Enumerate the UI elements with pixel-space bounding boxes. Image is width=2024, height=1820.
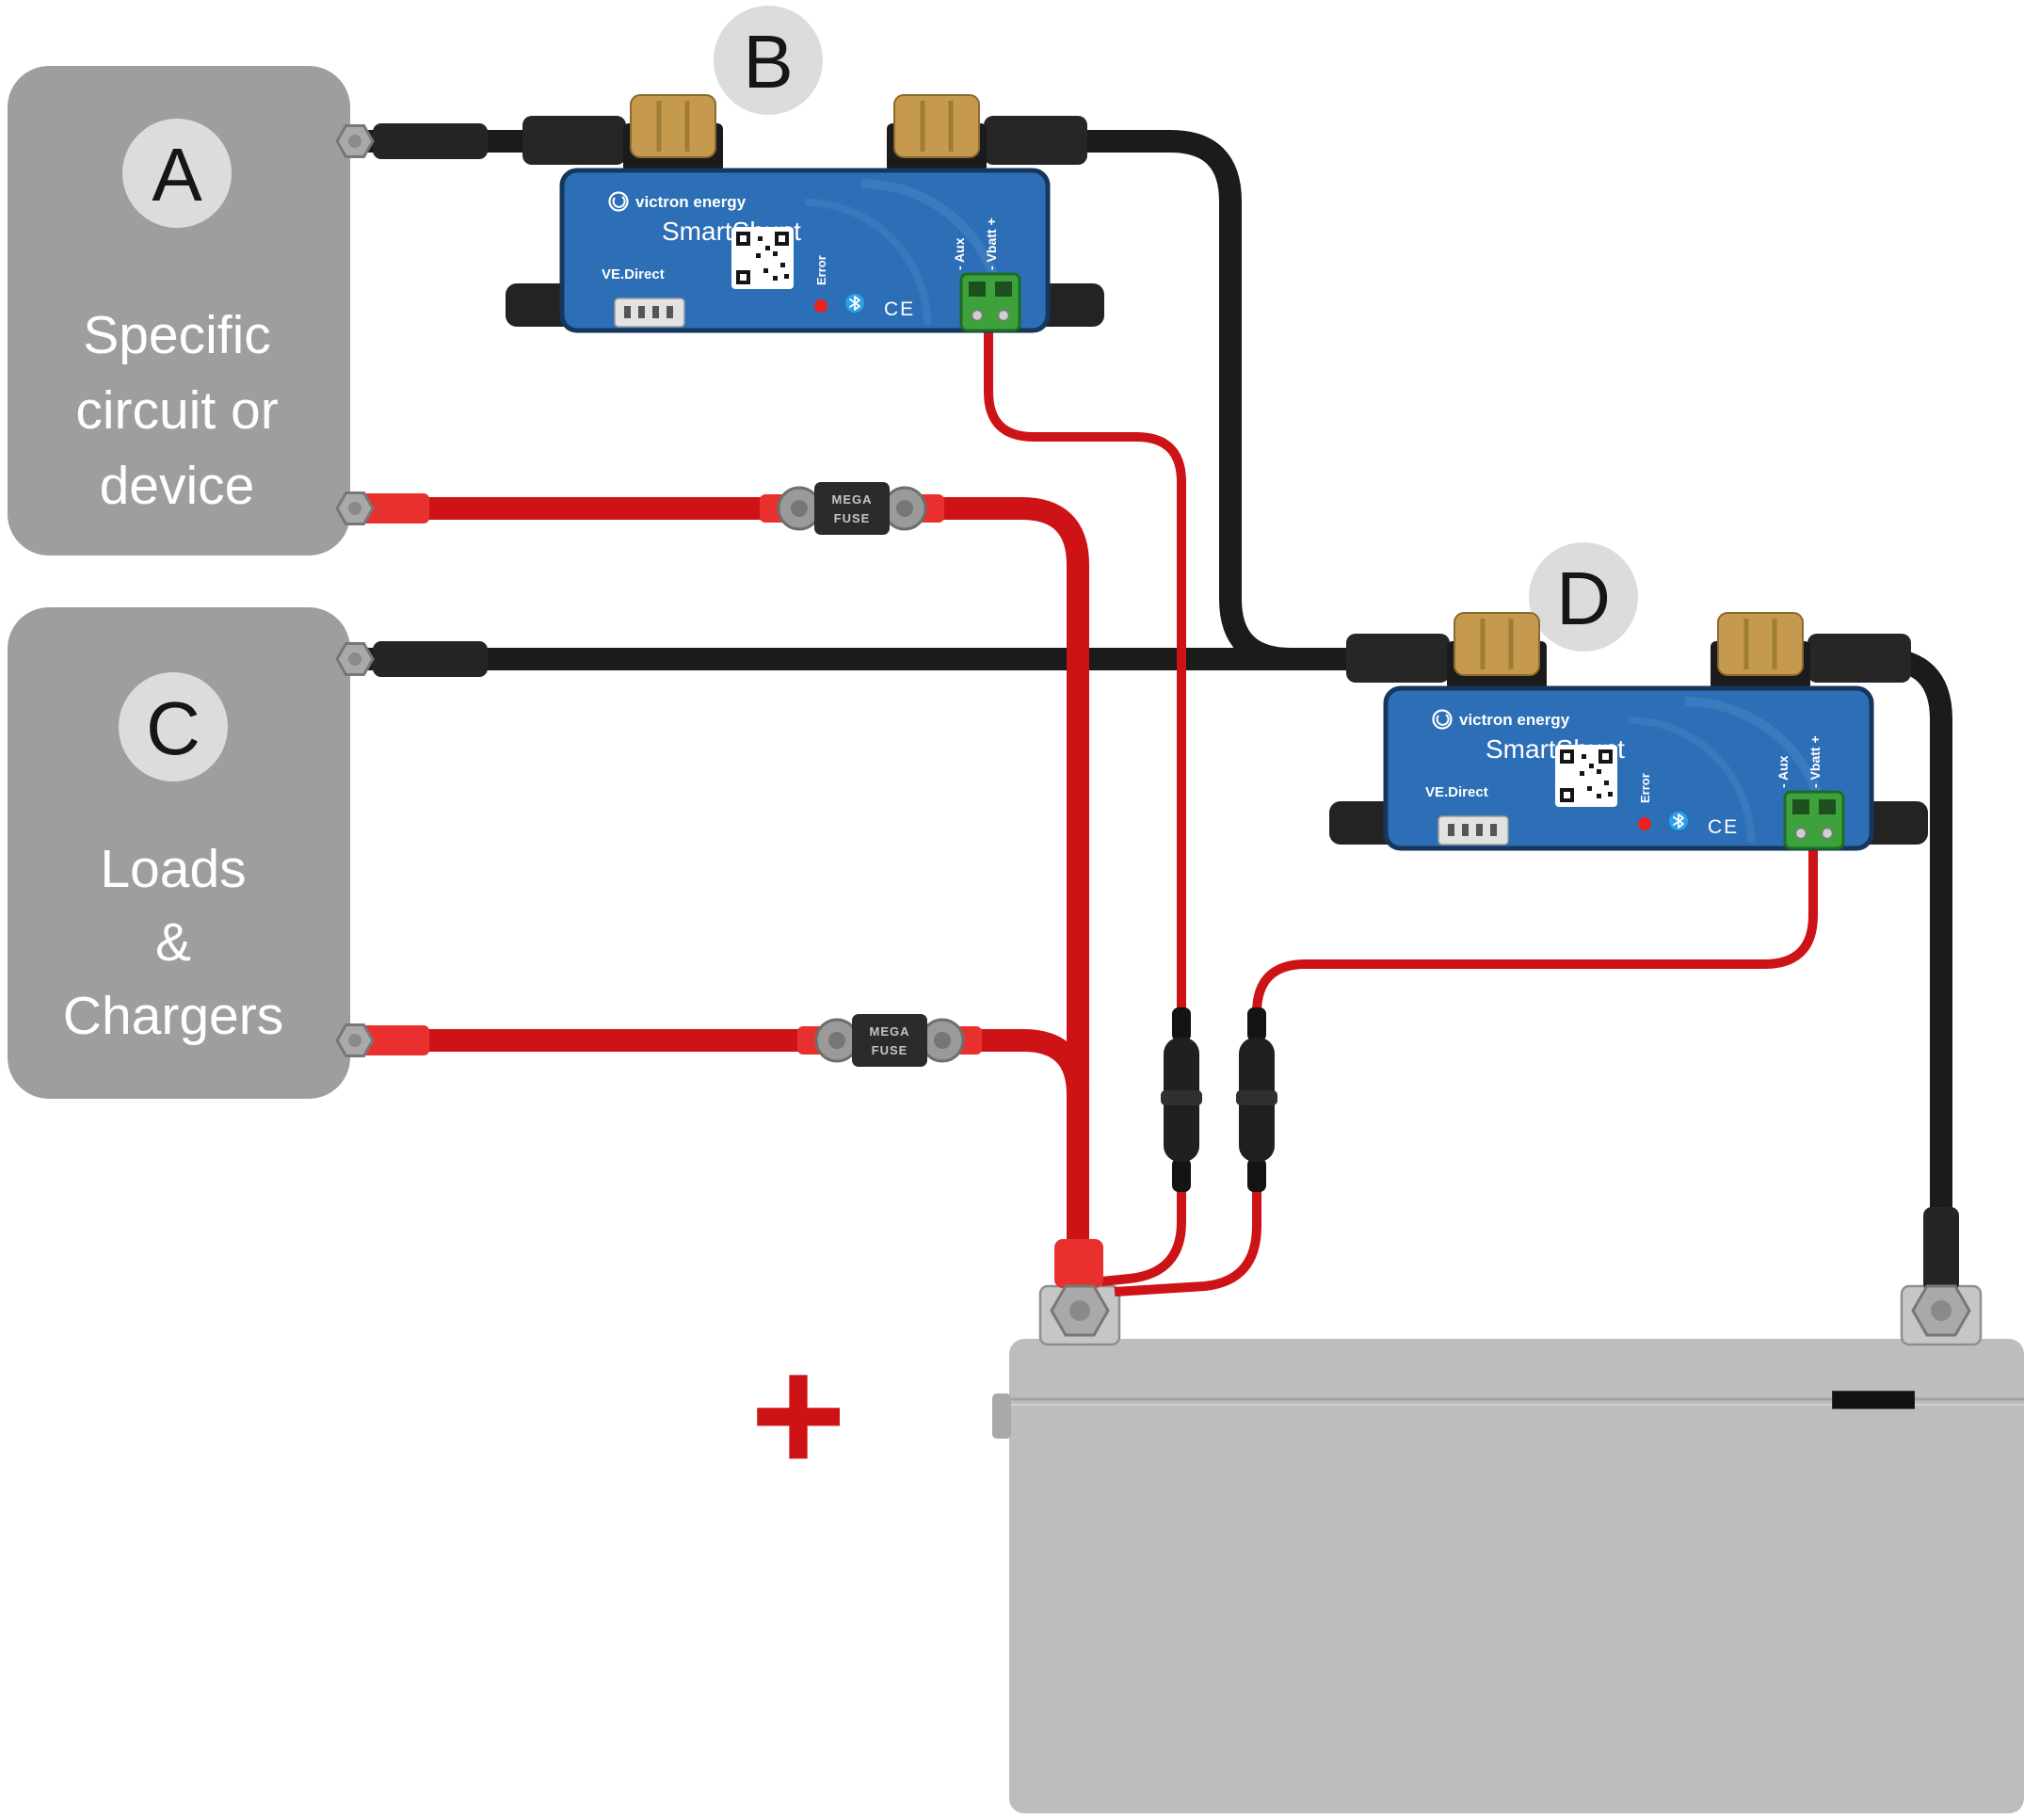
letter-d: D: [1556, 556, 1611, 640]
red-ferrule: [361, 1025, 429, 1055]
box-c-line1: Loads: [100, 839, 246, 899]
wire-positive-box-c-to-battery: [356, 1029, 1089, 1096]
shunt-b-label: B: [714, 6, 823, 115]
box-specific-circuit: A Specific circuit or device: [8, 66, 350, 556]
box-a-positive-terminal: [335, 491, 375, 525]
label-circle-c: [119, 672, 228, 781]
box-a-line1: Specific: [83, 305, 271, 365]
battery-side-tab: [992, 1393, 1011, 1439]
letter-b: B: [743, 20, 793, 104]
sense-wire-shunt-d: [1114, 838, 1818, 1297]
mega-fuse-c: [795, 1012, 984, 1069]
cable-sleeve: [373, 641, 488, 677]
mega-fuse-a: [758, 480, 946, 537]
box-a-line3: device: [100, 456, 255, 516]
label-circle-d: [1529, 542, 1638, 652]
box-c-line2: &: [155, 912, 191, 973]
box-c-body: [8, 607, 350, 1099]
battery-body: [1009, 1339, 2024, 1813]
red-ferrule: [361, 493, 429, 523]
label-circle-b: [714, 6, 823, 115]
box-c-positive-terminal: [335, 1023, 375, 1057]
battery-positive-symbol: +: [750, 1324, 846, 1507]
box-c-negative-terminal: [335, 642, 375, 676]
letter-a: A: [152, 133, 202, 217]
box-a-line2: circuit or: [75, 380, 278, 441]
positive-cabling: [356, 480, 1089, 1254]
battery-negative-nut: [1911, 1284, 1971, 1337]
label-circle-a: [122, 119, 232, 228]
sense-wiring: [984, 316, 1818, 1297]
box-a-negative-terminal: [335, 124, 375, 158]
cable-sleeve: [373, 123, 488, 159]
shunt-d-label: D: [1529, 542, 1638, 652]
letter-c: C: [146, 686, 201, 770]
wire-positive-box-a-to-battery: [356, 497, 1089, 1254]
cable-sleeve: [1923, 1207, 1959, 1292]
battery-positive-nut: [1050, 1284, 1110, 1337]
sense-wire-shunt-b: [984, 316, 1186, 1286]
positive-junction-block: [1054, 1239, 1103, 1288]
box-loads-chargers: C Loads & Chargers: [8, 607, 350, 1099]
box-c-line3: Chargers: [63, 986, 283, 1046]
box-a-body: [8, 66, 350, 556]
